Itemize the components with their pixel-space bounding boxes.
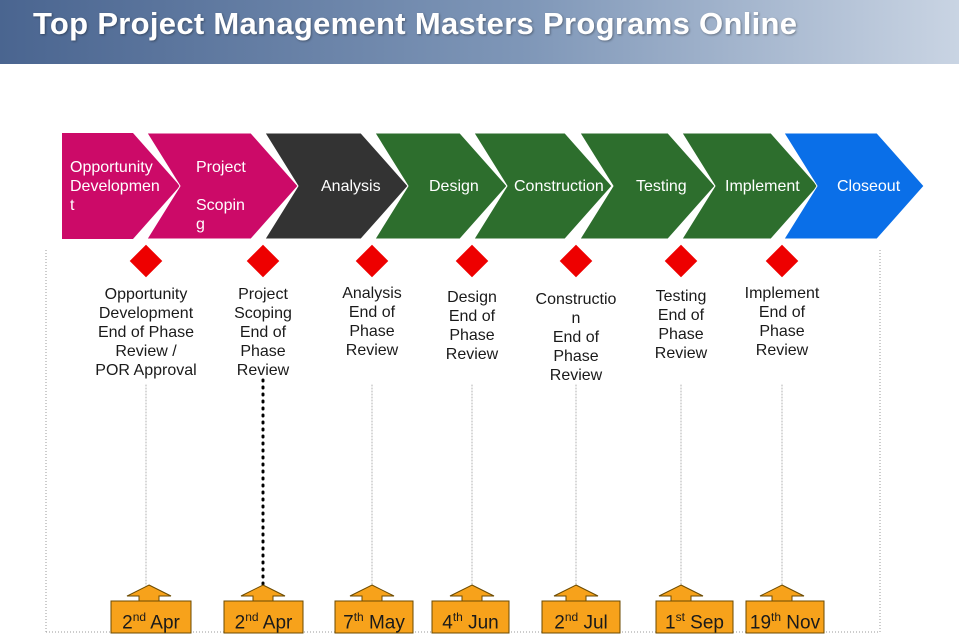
phase-arrow [264, 132, 409, 240]
date-month: May [363, 612, 405, 634]
date-suffix: nd [245, 610, 259, 624]
phase-review-label: Project Scoping End of Phase Review [234, 286, 292, 379]
date-month: Apr [146, 612, 180, 634]
phase-review-label: Opportunity Development End of Phase Rev… [95, 286, 197, 379]
date-month: Apr [258, 612, 293, 634]
date-month: Sep [684, 612, 724, 634]
date-box [541, 600, 621, 634]
milestone-diamond [663, 243, 699, 279]
date-month: Jul [578, 612, 608, 634]
phase-arrow [681, 132, 819, 240]
phase-arrow [374, 132, 508, 240]
date-box [334, 600, 414, 634]
date-day: 2 [122, 612, 133, 634]
milestone-diamond [558, 243, 594, 279]
phase-arrow-label: Testing [636, 178, 687, 195]
phase-review-label: Analysis End of Phase Review [342, 285, 402, 359]
date-day: 2 [234, 612, 246, 634]
milestone-diamond [764, 243, 800, 279]
date-up-arrow [553, 584, 599, 603]
date-up-arrow [126, 584, 172, 603]
date-suffix: nd [564, 610, 579, 624]
phase-arrow [62, 133, 180, 239]
phase-arrow-label: Implement [725, 178, 800, 195]
milestone-date: 4th Jun [432, 601, 509, 633]
date-up-arrow [349, 584, 395, 603]
phase-arrow-label: Analysis [321, 178, 381, 195]
phase-review-label: Constructio n End of Phase Review [535, 291, 617, 384]
date-up-arrow [449, 584, 495, 603]
date-box [745, 600, 825, 634]
date-box [223, 600, 304, 634]
date-up-arrow [658, 584, 704, 603]
phase-review-label: Testing End of Phase Review [654, 288, 708, 362]
milestone-diamond [245, 243, 281, 279]
phase-arrow [473, 132, 613, 240]
date-month: Jun [462, 612, 499, 634]
date-up-arrow [759, 584, 805, 603]
milestone-diamond [454, 243, 490, 279]
phase-arrow [579, 132, 716, 240]
phase-arrow [146, 132, 299, 240]
date-box [655, 600, 734, 634]
milestone-date: 1st Sep [656, 601, 733, 633]
milestone-date: 2nd Apr [111, 601, 191, 633]
date-day: 1 [664, 612, 676, 634]
milestone-date: 2nd Apr [224, 601, 303, 633]
phase-arrow-label: Design [429, 178, 479, 195]
date-day: 2 [554, 612, 565, 634]
milestone-date: 19th Nov [746, 601, 824, 633]
date-suffix: th [771, 610, 782, 624]
date-day: 4 [442, 612, 453, 634]
date-month: Nov [781, 612, 821, 634]
milestone-date: 7th May [335, 601, 413, 633]
date-box [110, 600, 192, 634]
title-bar: Top Project Management Masters Programs … [0, 0, 959, 64]
milestone-diamond [354, 243, 390, 279]
phase-arrow-label: Project Scopin g [196, 159, 246, 233]
phase-arrow-label: Construction [514, 178, 604, 195]
date-day: 19 [749, 612, 772, 634]
phase-arrow-label: Opportunity Developmen t [70, 159, 160, 214]
date-suffix: nd [132, 610, 147, 624]
date-up-arrow [240, 584, 286, 603]
milestone-diamond [128, 243, 164, 279]
phase-arrow-label: Closeout [837, 178, 901, 195]
page-title: Top Project Management Masters Programs … [33, 6, 798, 41]
phase-arrow [783, 132, 925, 240]
date-box [431, 600, 510, 634]
phase-review-label: Implement End of Phase Review [744, 285, 820, 359]
milestone-date: 2nd Jul [542, 601, 620, 633]
date-day: 7 [343, 612, 354, 634]
date-suffix: th [452, 610, 463, 624]
date-suffix: st [675, 610, 685, 624]
date-suffix: th [353, 610, 364, 624]
phase-review-label: Design End of Phase Review [445, 289, 499, 363]
